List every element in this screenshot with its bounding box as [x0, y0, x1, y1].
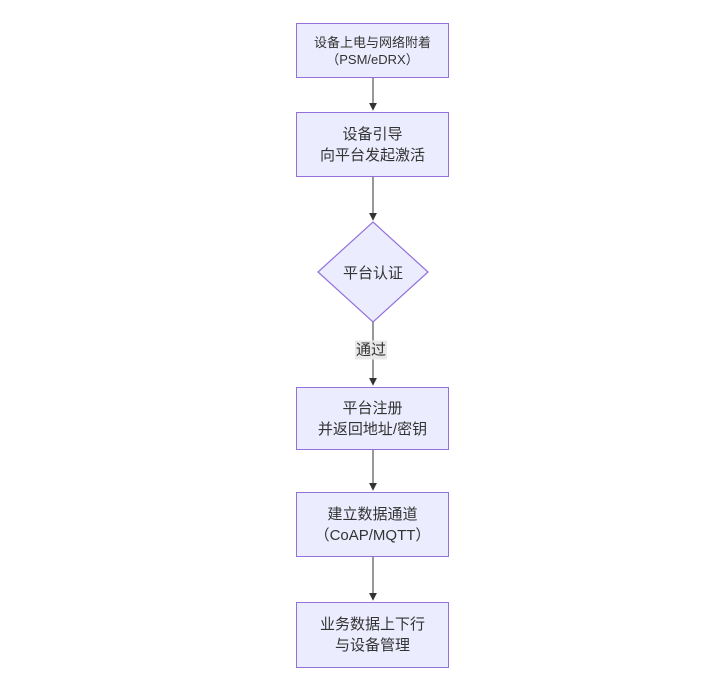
- node-business-data-line2: 与设备管理: [334, 637, 410, 654]
- node-platform-register-line1: 平台注册: [342, 399, 403, 417]
- node-data-channel: 建立数据通道 （CoAP/MQTT）: [296, 492, 449, 557]
- node-platform-auth: 平台认证: [318, 222, 428, 322]
- node-bootstrap-line1: 设备引导: [342, 125, 403, 143]
- node-bootstrap: 设备引导 向平台发起激活: [296, 112, 449, 177]
- node-platform-auth-label: 平台认证: [342, 264, 403, 282]
- node-business-data: 业务数据上下行 与设备管理: [296, 602, 449, 668]
- node-business-data-line1: 业务数据上下行: [319, 616, 425, 633]
- node-data-channel-line2: （CoAP/MQTT）: [314, 526, 431, 544]
- node-data-channel-line1: 建立数据通道: [327, 505, 418, 523]
- node-bootstrap-line2: 向平台发起激活: [319, 146, 425, 164]
- node-platform-register-line2: 并返回地址/密钥: [317, 420, 428, 438]
- node-platform-register: 平台注册 并返回地址/密钥: [296, 387, 449, 450]
- node-power-on: 设备上电与网络附着 （PSM/eDRX）: [296, 23, 449, 78]
- edge-label-pass: 通过: [354, 340, 388, 360]
- node-power-on-line1: 设备上电与网络附着: [313, 34, 431, 50]
- node-power-on-line2: （PSM/eDRX）: [326, 51, 419, 67]
